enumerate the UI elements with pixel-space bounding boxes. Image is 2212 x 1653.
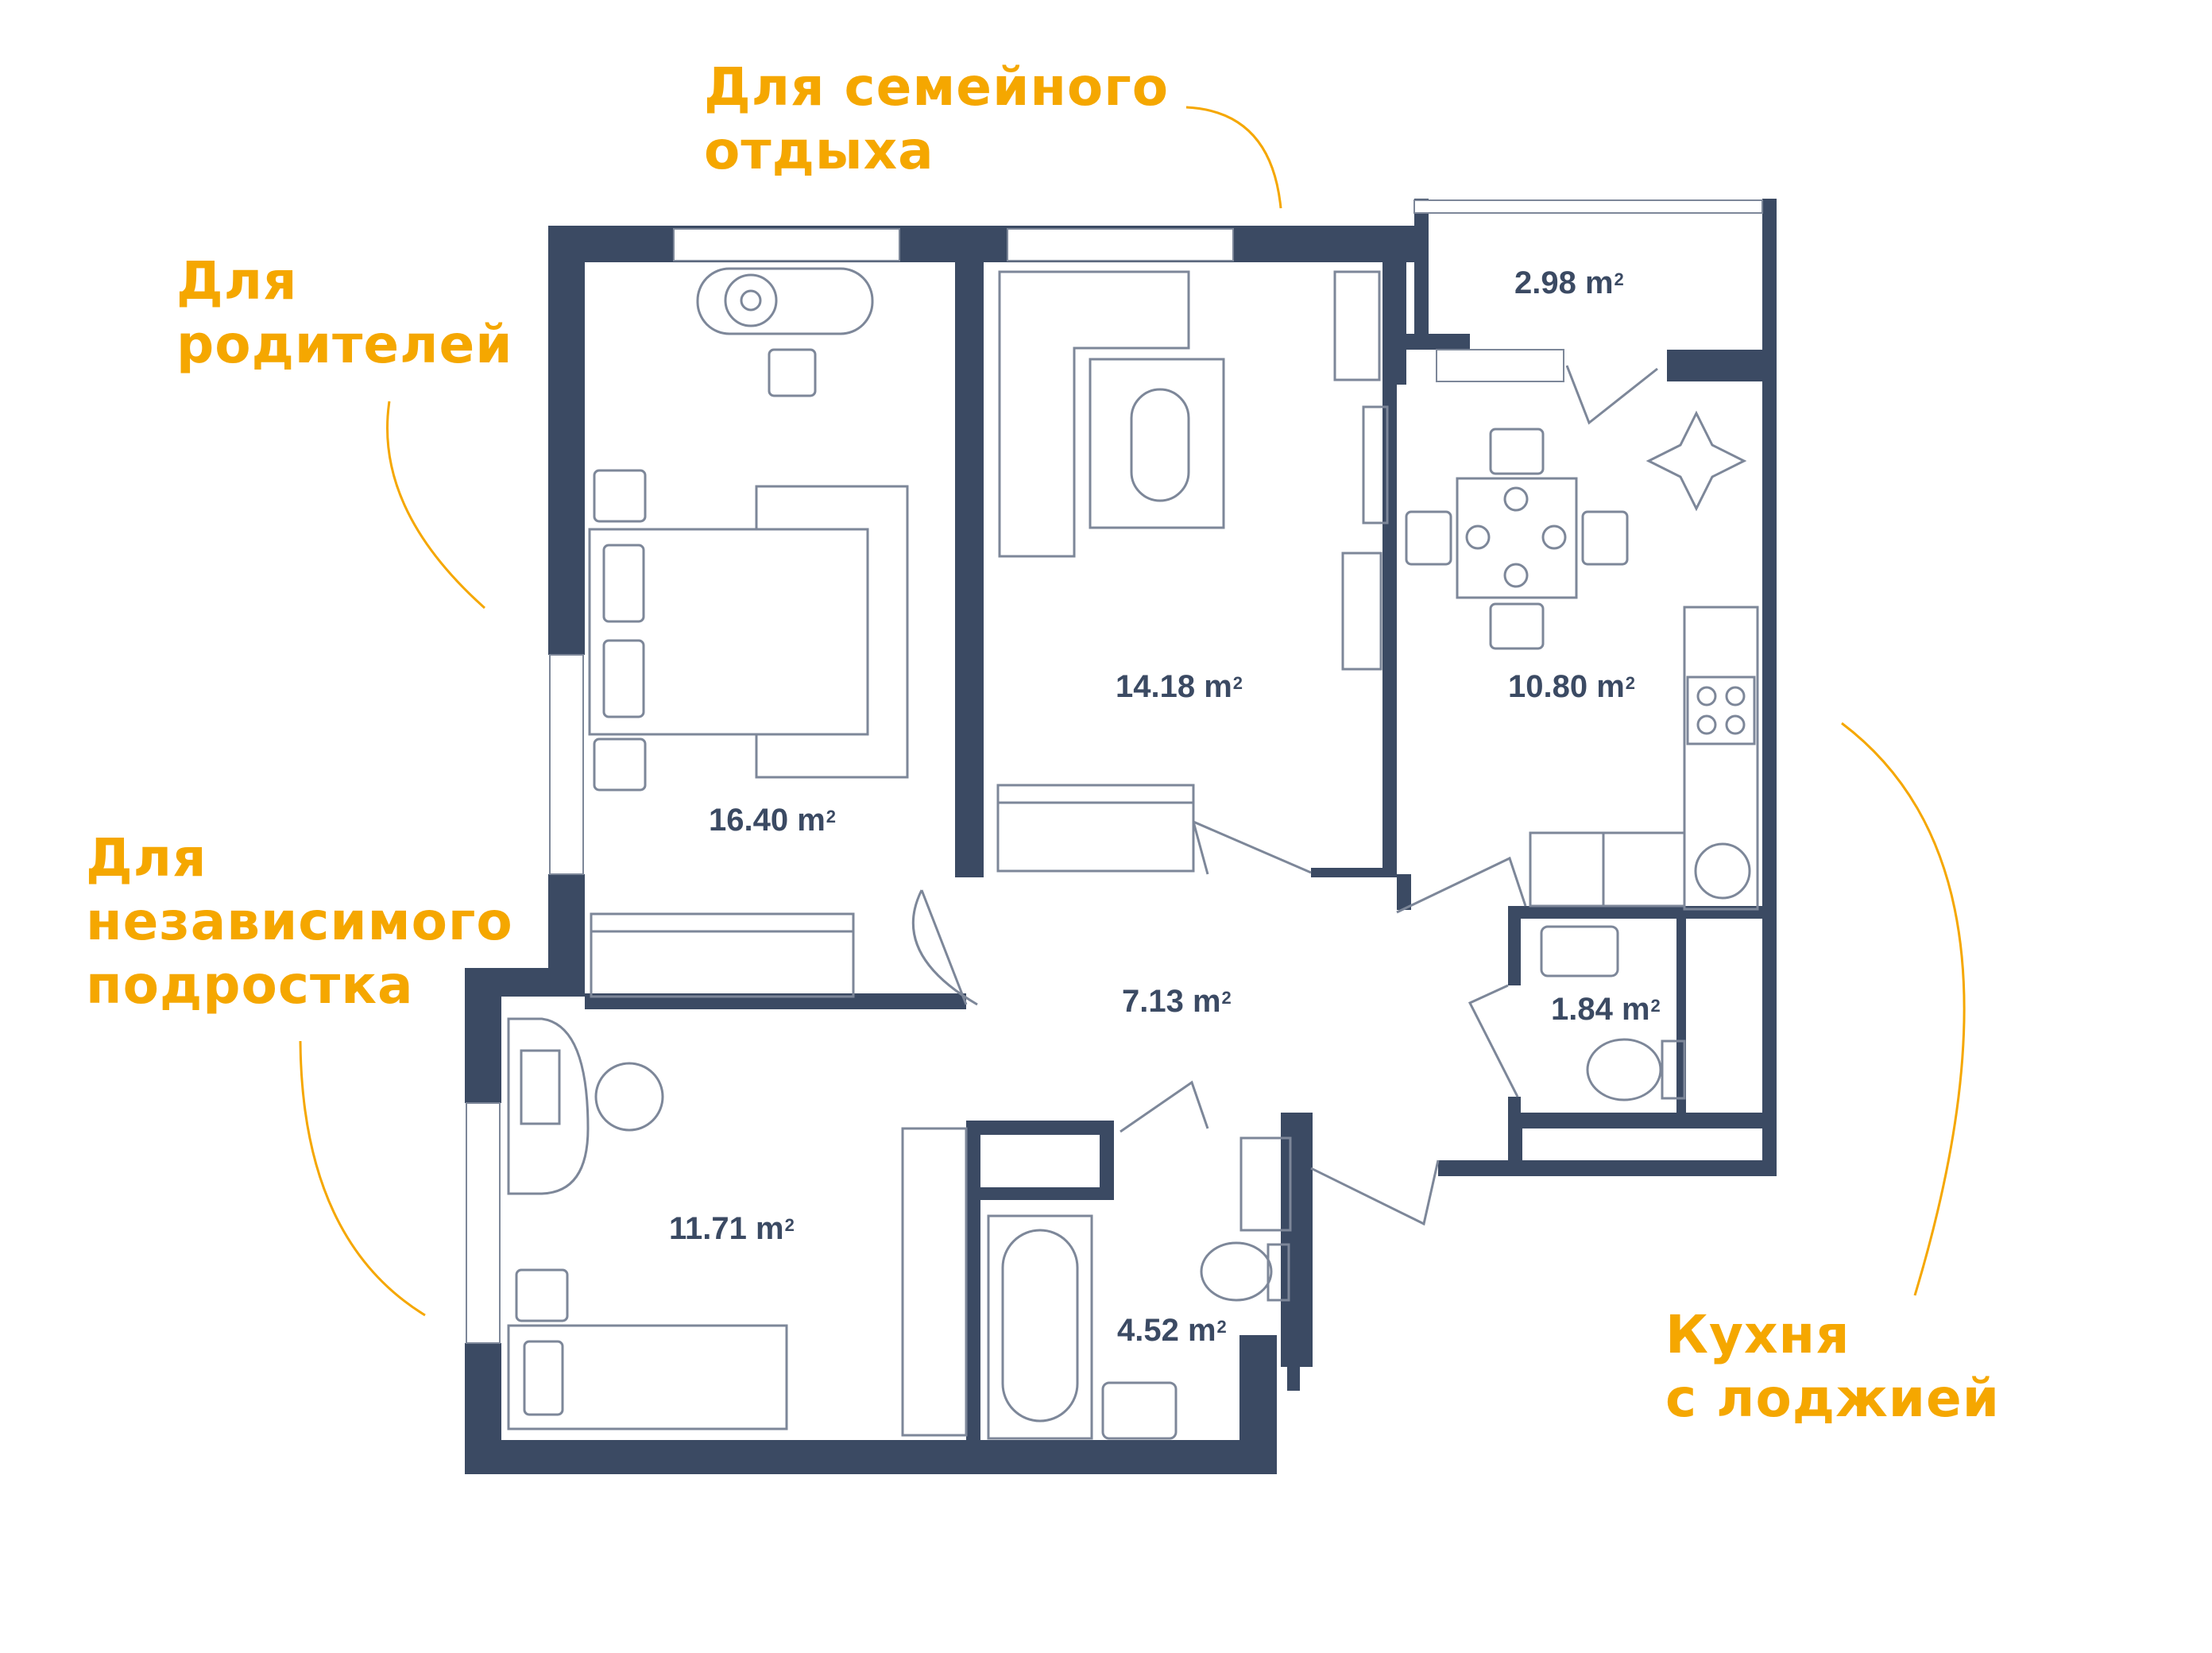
callout-kitchen: Кухня с лоджией — [1665, 1304, 2001, 1429]
wardrobe-teen — [901, 1127, 968, 1437]
nightstand-teen — [515, 1268, 569, 1322]
room-area-bathroom: 4.52 m2 — [1117, 1313, 1227, 1348]
area-unit-sup: 2 — [1232, 673, 1243, 693]
area-unit-sup: 2 — [1221, 988, 1232, 1008]
area-value: 4.52 m — [1117, 1313, 1216, 1348]
windows — [466, 199, 1763, 1344]
area-value: 10.80 m — [1508, 669, 1625, 704]
arrow-family — [1185, 106, 1282, 209]
sink-icon — [1694, 842, 1751, 900]
wardrobe-bedroom — [590, 912, 855, 998]
arrow-teen — [299, 1040, 426, 1317]
coffee-table — [1130, 388, 1190, 502]
wc-sink-icon — [1540, 925, 1619, 977]
window-loggia — [1413, 199, 1763, 214]
area-value: 7.13 m — [1122, 984, 1221, 1019]
dining-table — [1456, 477, 1578, 599]
room-area-hallway: 7.13 m2 — [1122, 984, 1232, 1019]
tv-unit — [1362, 405, 1389, 525]
rug-living — [1089, 358, 1225, 529]
desk-icon — [507, 1017, 590, 1195]
room-area-kitchen: 10.80 m2 — [1508, 669, 1635, 704]
sofa — [998, 270, 1190, 558]
counter — [1683, 606, 1759, 911]
area-unit-sup: 2 — [1216, 1317, 1227, 1337]
area-value: 14.18 m — [1116, 669, 1232, 704]
single-bed — [507, 1324, 788, 1430]
bath-toilet-icon — [1200, 1241, 1273, 1302]
window-teen — [466, 1102, 501, 1344]
desk-chair-icon — [594, 1062, 664, 1132]
fridge-icon — [1529, 831, 1605, 908]
area-value: 11.71 m — [669, 1211, 784, 1246]
room-area-wc: 1.84 m2 — [1551, 992, 1661, 1027]
wc-toilet-icon — [1586, 1038, 1662, 1101]
area-unit-sup: 2 — [784, 1215, 795, 1235]
area-unit-sup: 2 — [826, 807, 837, 826]
window-kitchen — [1436, 349, 1564, 382]
teen-furniture — [507, 1017, 968, 1437]
room-area-teen: 11.71 m2 — [669, 1211, 795, 1246]
plant-icon — [1645, 410, 1747, 512]
window-bedroom — [673, 228, 900, 261]
callout-teen: Для независимого подростка — [86, 827, 513, 1016]
double-bed — [588, 528, 869, 736]
living-furniture — [996, 270, 1389, 873]
area-value: 2.98 m — [1514, 265, 1614, 300]
window-bedroom-side — [549, 654, 584, 875]
room-area-loggia: 2.98 m2 — [1514, 265, 1624, 300]
area-value: 1.84 m — [1551, 992, 1650, 1027]
area-value: 16.40 m — [709, 803, 826, 838]
mirror-icon — [724, 273, 778, 327]
callout-arrows — [299, 106, 1966, 1317]
arrow-parents — [386, 401, 485, 610]
callout-parents: Для родителей — [176, 250, 513, 375]
callout-family: Для семейного отдыха — [704, 56, 1170, 181]
nightstand-bottom — [593, 737, 647, 792]
bookshelf-top — [1333, 270, 1381, 381]
nightstand-top — [593, 469, 647, 523]
window-living — [1007, 228, 1234, 261]
bath-sink-icon — [1101, 1381, 1178, 1440]
area-unit-sup: 2 — [1625, 673, 1636, 693]
room-area-bedroom: 16.40 m2 — [709, 803, 836, 838]
bathroom-furniture — [987, 1136, 1292, 1440]
chair-icon — [768, 348, 817, 397]
bedroom-furniture — [588, 267, 909, 998]
kitchen-furniture — [1405, 410, 1759, 911]
wc-furniture — [1540, 925, 1686, 1101]
plate-icon — [1503, 486, 1529, 512]
vanity-table — [696, 267, 874, 335]
area-unit-sup: 2 — [1614, 269, 1624, 289]
arrow-kitchen — [1841, 722, 1966, 1296]
doors — [911, 365, 1658, 1226]
bookshelf-bottom — [1341, 552, 1382, 671]
stove-icon — [1686, 676, 1756, 745]
wardrobe-living — [996, 784, 1195, 873]
room-area-living: 14.18 m2 — [1116, 669, 1243, 704]
bathtub-icon — [987, 1214, 1093, 1440]
walls — [465, 199, 1777, 1474]
area-unit-sup: 2 — [1650, 996, 1661, 1016]
shower-icon — [1239, 1136, 1292, 1232]
